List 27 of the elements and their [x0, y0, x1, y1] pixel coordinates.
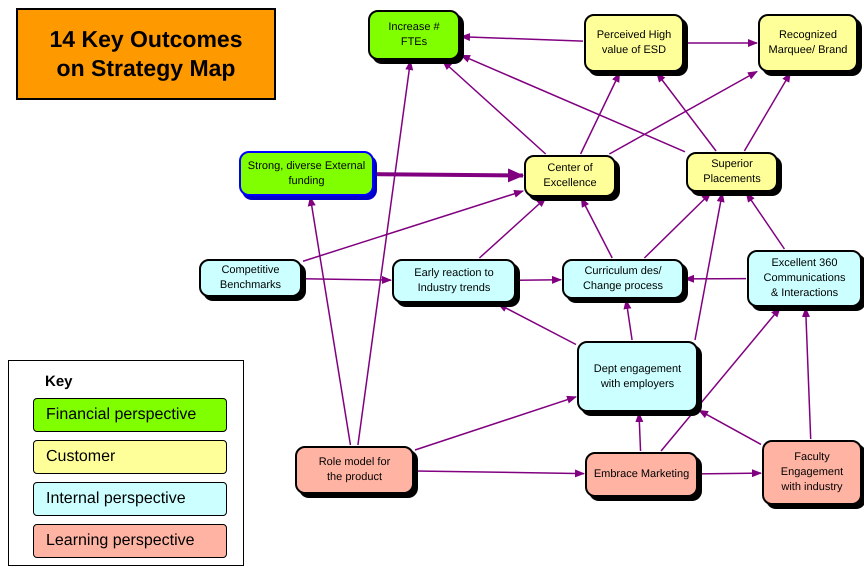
- arrow: [609, 70, 758, 155]
- node-text: Faculty Engagement with industry: [780, 450, 844, 495]
- node-text: Dept engagement with employers: [592, 362, 682, 392]
- node-text: Center of Excellence: [542, 161, 598, 191]
- legend-swatch: Internal perspective: [33, 482, 227, 516]
- arrow: [374, 168, 524, 182]
- legend-swatch: Learning perspective: [33, 524, 227, 558]
- arrow: [699, 469, 762, 478]
- title: 14 Key Outcomes on Strategy Map: [48, 25, 244, 83]
- node-text: Curriculum des/ Change process: [582, 264, 664, 294]
- node-text: Strong, diverse External funding: [247, 158, 366, 188]
- legend-swatch: Customer: [33, 440, 227, 474]
- node-text: Superior Placements: [702, 157, 762, 187]
- node-text: Early reaction to Industry trends: [413, 266, 495, 296]
- node-text: Recognized Marquee/ Brand: [768, 28, 848, 58]
- arrow: [414, 396, 577, 451]
- arrow: [302, 190, 524, 262]
- node-text: Role model for the product: [318, 455, 392, 485]
- node-text: Embrace Marketing: [594, 467, 690, 482]
- legend-heading: Key: [44, 372, 74, 392]
- node-text: Excellent 360 Communications & Interactions: [762, 256, 846, 301]
- node-text: Competitive Benchmarks: [218, 263, 282, 293]
- node-text: Perceived High value of ESD: [596, 28, 672, 58]
- node-text: Increase # FTEs: [387, 20, 441, 50]
- arrow: [698, 410, 762, 446]
- arrow: [685, 39, 758, 47]
- legend-swatch: Financial perspective: [33, 398, 227, 432]
